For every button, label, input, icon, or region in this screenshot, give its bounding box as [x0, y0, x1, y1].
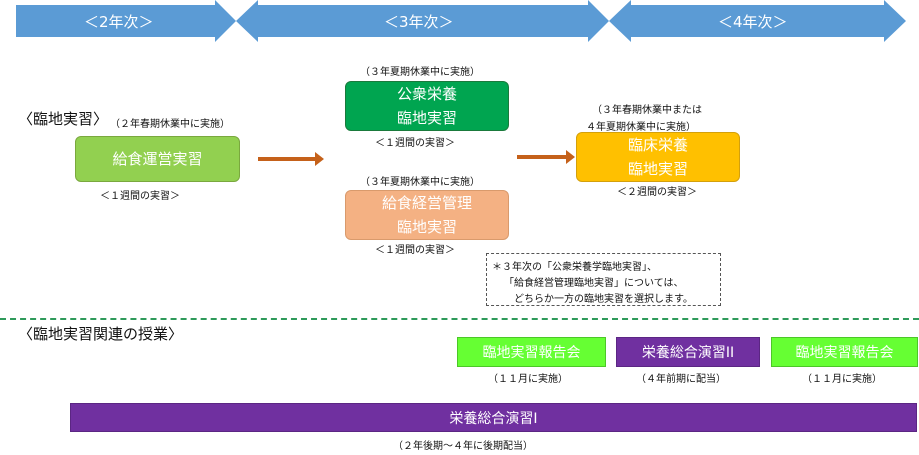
timeline-label-year3: ＜3年次＞: [384, 13, 454, 31]
selection-note-line2: 「給食経営管理臨地実習」については、: [504, 278, 684, 289]
report-meeting-box-1: 臨地実習報告会: [457, 337, 606, 367]
report-meeting-note-1: （１１月に実施）: [488, 374, 568, 385]
public-nutrition-practicum-box: 公衆栄養 臨地実習: [345, 81, 509, 131]
progress-arrow-2: [517, 150, 575, 164]
report-meeting-label-1: 臨地実習報告会: [482, 345, 581, 361]
clinical-label-line2: 臨地実習: [627, 160, 688, 178]
timeline-arrow-year4: [609, 0, 906, 42]
seminar-1-label: 栄養総合演習I: [449, 410, 538, 427]
clinical-timing-line1: （３年春期休業中または: [592, 105, 702, 116]
food-management-label-line1: 給食経営管理: [381, 194, 472, 212]
report-meeting-box-2: 臨地実習報告会: [771, 337, 918, 367]
clinical-duration: ＜２週間の実習＞: [617, 187, 697, 198]
seminar-1-note: （２年後期～４年に後期配当）: [393, 441, 533, 452]
food-service-duration: ＜１週間の実習＞: [100, 191, 180, 202]
public-nutrition-duration: ＜１週間の実習＞: [375, 138, 455, 149]
report-meeting-note-2: （１１月に実施）: [802, 374, 882, 385]
seminar-2-box: 栄養総合演習II: [616, 337, 760, 367]
practicum-heading: 〈臨地実習〉: [18, 110, 109, 128]
timeline-label-year4: ＜4年次＞: [718, 13, 788, 31]
selection-note-line3: どちらか一方の臨地実習を選択します。: [514, 294, 693, 305]
timeline-arrow-year3: [236, 0, 609, 42]
public-nutrition-label-line2: 臨地実習: [396, 109, 457, 127]
selection-note-line1: ＊３年次の「公衆栄養学臨地実習」、: [492, 262, 657, 273]
food-service-practicum-box: 給食運営実習: [75, 136, 240, 182]
seminar-2-label: 栄養総合演習II: [641, 345, 735, 361]
progress-arrow-1: [258, 152, 324, 166]
food-management-practicum-box: 給食経営管理 臨地実習: [345, 190, 509, 240]
food-service-practicum-label: 給食運営実習: [112, 150, 203, 168]
seminar-1-bar: 栄養総合演習I: [70, 403, 917, 432]
public-nutrition-label-line1: 公衆栄養: [396, 85, 457, 103]
clinical-timing-line2: ４年夏期休業中に実施）: [586, 122, 696, 133]
section-divider: [0, 318, 919, 320]
practicum-heading-note: （２年春期休業中に実施）: [110, 119, 230, 130]
selection-note-box: [486, 253, 721, 306]
clinical-practicum-box: 臨床栄養 臨地実習: [576, 132, 740, 182]
timeline-arrow-year2: [16, 0, 236, 42]
food-management-duration: ＜１週間の実習＞: [375, 245, 455, 256]
public-nutrition-timing: （３年夏期休業中に実施）: [360, 67, 480, 78]
food-management-label-line2: 臨地実習: [396, 218, 457, 236]
report-meeting-label-2: 臨地実習報告会: [795, 345, 894, 361]
related-courses-heading: 〈臨地実習関連の授業〉: [18, 325, 184, 343]
seminar-2-note: （４年前期に配当）: [636, 374, 726, 385]
food-management-timing: （３年夏期休業中に実施）: [360, 177, 480, 188]
clinical-label-line1: 臨床栄養: [627, 136, 688, 154]
year-timeline: [16, 0, 906, 42]
timeline-label-year2: ＜2年次＞: [84, 13, 154, 31]
